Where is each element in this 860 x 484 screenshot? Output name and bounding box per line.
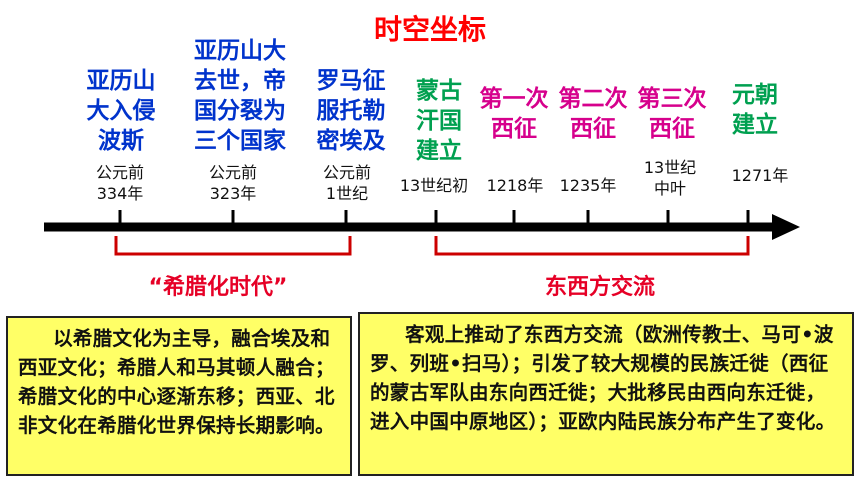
event-alexander-invades-persia: 亚历山 大入侵 波斯 bbox=[62, 66, 180, 156]
event-label-line: 西征 bbox=[570, 116, 616, 142]
event-second-western-expedition: 第二次 西征 bbox=[550, 84, 636, 144]
date-line: 公元前 bbox=[322, 163, 371, 182]
event-label-line: 密埃及 bbox=[316, 128, 386, 154]
date-323bc: 公元前 323年 bbox=[183, 162, 283, 204]
event-third-western-expedition: 第三次 西征 bbox=[629, 84, 715, 144]
date-line: 公元前 bbox=[95, 163, 144, 182]
east-west-summary-box: 客观上推动了东西方交流（欧洲传教士、马可•波罗、列班•扫马）；引发了较大规模的民… bbox=[358, 312, 854, 476]
date-line: 13世纪 bbox=[643, 158, 697, 177]
event-label-line: 去世，帝 bbox=[194, 68, 286, 94]
event-label-line: 西征 bbox=[491, 116, 537, 142]
period-east-west-label: 东西方交流 bbox=[544, 275, 655, 300]
hellenistic-summary-box: 以希腊文化为主导，融合埃及和西亚文化；希腊人和马其顿人融合；希腊文化的中心逐渐东… bbox=[6, 316, 352, 476]
event-label-line: 第三次 bbox=[637, 86, 707, 112]
timeline-arrowhead bbox=[772, 214, 800, 240]
event-label-line: 亚历山 bbox=[86, 68, 156, 94]
event-label-line: 蒙古 bbox=[416, 78, 462, 104]
event-label-line: 第二次 bbox=[558, 86, 628, 112]
event-label-line: 罗马征 bbox=[316, 68, 386, 94]
date-line: 13世纪初 bbox=[399, 176, 469, 195]
date-line: 1218年 bbox=[486, 176, 544, 195]
event-mongol-khanate: 蒙古 汗国 建立 bbox=[398, 76, 480, 166]
hellenistic-summary-text: 以希腊文化为主导，融合埃及和西亚文化；希腊人和马其顿人融合；希腊文化的中心逐渐东… bbox=[18, 327, 335, 437]
event-label-line: 波斯 bbox=[98, 128, 144, 154]
event-first-western-expedition: 第一次 西征 bbox=[471, 84, 557, 144]
date-1235: 1235年 bbox=[547, 175, 629, 196]
date-early-13th-century: 13世纪初 bbox=[384, 175, 484, 196]
date-line: 中叶 bbox=[653, 179, 686, 198]
date-line: 公元前 bbox=[208, 163, 257, 182]
event-label-line: 三个国家 bbox=[194, 128, 286, 154]
event-label-line: 汗国 bbox=[416, 108, 462, 134]
event-label-line: 西征 bbox=[649, 116, 695, 142]
date-line: 1世纪 bbox=[325, 184, 369, 203]
event-label-line: 大入侵 bbox=[86, 98, 156, 124]
event-label-line: 建立 bbox=[416, 138, 462, 164]
event-label-line: 服托勒 bbox=[316, 98, 386, 124]
date-1st-century-bc: 公元前 1世纪 bbox=[297, 162, 397, 204]
event-label-line: 国分裂为 bbox=[194, 98, 286, 124]
date-line: 334年 bbox=[96, 184, 144, 203]
event-rome-conquers-egypt: 罗马征 服托勒 密埃及 bbox=[294, 66, 408, 156]
diagram-title: 时空坐标 bbox=[373, 13, 486, 46]
event-label-line: 亚历山大 bbox=[194, 38, 286, 64]
timeline-ticks bbox=[118, 210, 750, 227]
bracket-east-west bbox=[434, 236, 750, 256]
date-line: 323年 bbox=[209, 184, 257, 203]
bracket-hellenistic bbox=[114, 236, 352, 256]
date-line: 1271年 bbox=[731, 166, 789, 185]
event-label-line: 第一次 bbox=[479, 86, 549, 112]
date-line: 1235年 bbox=[559, 176, 617, 195]
date-1271: 1271年 bbox=[715, 165, 805, 186]
east-west-summary-text: 客观上推动了东西方交流（欧洲传教士、马可•波罗、列班•扫马）；引发了较大规模的民… bbox=[370, 323, 836, 433]
event-yuan-dynasty: 元朝 建立 bbox=[714, 80, 796, 140]
date-334bc: 公元前 334年 bbox=[70, 162, 170, 204]
event-label-line: 元朝 bbox=[732, 82, 778, 108]
event-alexander-death: 亚历山大 去世，帝 国分裂为 三个国家 bbox=[177, 36, 303, 156]
period-hellenistic-label: “希腊化时代” bbox=[148, 275, 288, 300]
date-1218: 1218年 bbox=[474, 175, 556, 196]
event-label-line: 建立 bbox=[732, 112, 778, 138]
date-mid-13th-century: 13世纪 中叶 bbox=[620, 157, 720, 199]
